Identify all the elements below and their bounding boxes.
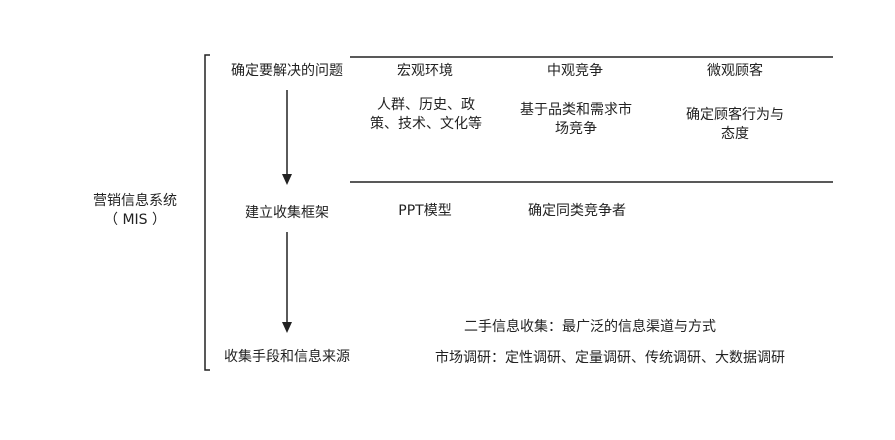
system-abbr: （ MIS ） (104, 212, 166, 228)
step-build-framework: 建立收集框架 (245, 205, 329, 221)
column-detail-micro: 确定顾客行为与态度 (686, 107, 784, 142)
source-secondary: 二手信息收集：最广泛的信息渠道与方式 (464, 319, 716, 335)
column-header-micro: 微观顾客 (707, 63, 763, 79)
column-header-macro: 宏观环境 (397, 63, 453, 79)
system-title: 营销信息系统 (93, 193, 177, 209)
step-collection-methods: 收集手段和信息来源 (224, 349, 350, 365)
left-bracket (204, 54, 210, 371)
source-research: 市场调研：定性调研、定量调研、传统调研、大数据调研 (435, 350, 785, 366)
step-define-problem: 确定要解决的问题 (231, 63, 343, 79)
model-ppt: PPT模型 (398, 203, 452, 219)
column-detail-meso: 基于品类和需求市场竞争 (520, 102, 632, 137)
column-detail-macro: 人群、历史、政策、技术、文化等 (370, 97, 482, 132)
column-header-meso: 中观竞争 (547, 63, 603, 79)
model-competitors: 确定同类竞争者 (528, 203, 626, 219)
